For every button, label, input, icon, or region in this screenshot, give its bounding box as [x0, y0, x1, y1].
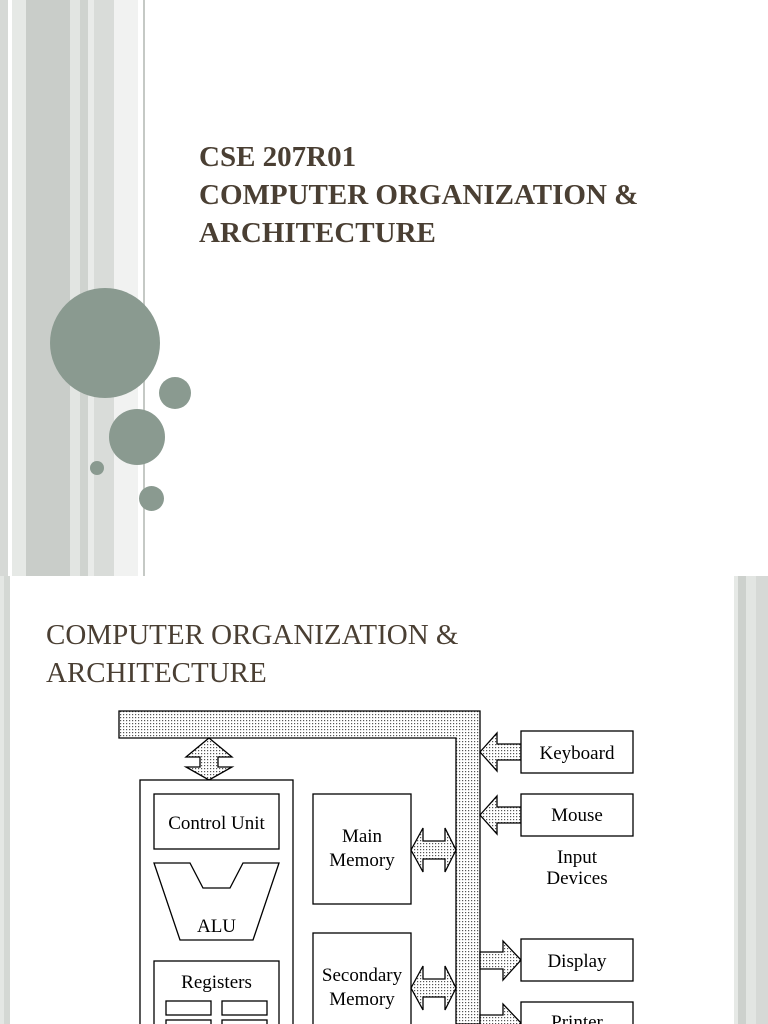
- register-cell: [165, 1019, 212, 1024]
- printer-box: [520, 1001, 634, 1024]
- decor-band: [70, 0, 80, 576]
- course-code: CSE 207R01: [199, 141, 357, 173]
- main-memory-box: [312, 793, 412, 905]
- mouse-arrow: [479, 794, 522, 836]
- title-line-1: COMPUTER ORGANIZATION &: [199, 179, 639, 211]
- printer-arrow: [479, 1002, 522, 1024]
- display-arrow: [479, 939, 522, 982]
- decor-band: [143, 0, 145, 576]
- system-bus: [118, 710, 481, 1024]
- register-cell: [221, 1019, 268, 1024]
- decor-circle: [139, 486, 164, 511]
- control-unit-box: [153, 793, 280, 850]
- decor-band: [114, 0, 138, 576]
- main-memory-label-2: Memory: [329, 850, 395, 871]
- decor-band: [0, 576, 4, 1024]
- decor-band: [4, 576, 10, 1024]
- keyboard-label: Keyboard: [540, 743, 615, 764]
- main-memory-label-1: Main: [342, 826, 383, 847]
- secondary-memory-box: [312, 932, 412, 1024]
- content-slide: COMPUTER ORGANIZATION & ARCHITECTURE Con…: [0, 576, 768, 1024]
- slide2-title: COMPUTER ORGANIZATION & ARCHITECTURE: [46, 616, 706, 692]
- secondary-memory-label-1: Secondary: [322, 965, 403, 986]
- registers-label: Registers: [181, 972, 252, 993]
- display-label: Display: [547, 951, 607, 972]
- input-devices-label-1: Input: [557, 847, 598, 868]
- input-devices-label-2: Devices: [546, 868, 607, 889]
- alu-label: ALU: [197, 916, 236, 937]
- keyboard-arrow: [479, 731, 522, 773]
- decor-band: [746, 576, 756, 1024]
- decor-band: [734, 576, 738, 1024]
- register-cell: [221, 1000, 268, 1016]
- display-box: [520, 938, 634, 982]
- secondary-memory-bus-arrow: [410, 965, 457, 1011]
- decor-band: [756, 576, 768, 1024]
- main-memory-bus-arrow: [410, 827, 457, 873]
- decor-band: [0, 0, 8, 576]
- secondary-memory-label-2: Memory: [329, 989, 395, 1010]
- decor-band: [8, 0, 12, 576]
- title-line-2: ARCHITECTURE: [46, 657, 267, 689]
- slide1-title: CSE 207R01 COMPUTER ORGANIZATION & ARCHI…: [199, 138, 739, 252]
- decor-circle: [90, 461, 104, 475]
- decor-band: [80, 0, 88, 576]
- decor-band: [26, 0, 70, 576]
- title-slide: CSE 207R01 COMPUTER ORGANIZATION & ARCHI…: [0, 0, 739, 576]
- alu-shape: [153, 862, 280, 941]
- cpu-bus-arrow: [183, 737, 235, 781]
- decor-circle-large: [50, 288, 160, 398]
- mouse-box: [520, 793, 634, 837]
- printer-label: Printer: [551, 1012, 603, 1024]
- title-line-2: ARCHITECTURE: [199, 217, 436, 249]
- decor-band: [12, 0, 26, 576]
- control-unit-label: Control Unit: [168, 813, 265, 834]
- decor-band: [88, 0, 94, 576]
- title-line-1: COMPUTER ORGANIZATION &: [46, 619, 459, 651]
- register-cell: [165, 1000, 212, 1016]
- decor-circle: [109, 409, 165, 465]
- mouse-label: Mouse: [551, 805, 603, 826]
- keyboard-box: [520, 730, 634, 774]
- computer-organization-diagram: Control Unit ALU Registers Main Memory S…: [118, 710, 634, 1024]
- decor-band: [738, 576, 746, 1024]
- decor-circle: [159, 377, 191, 409]
